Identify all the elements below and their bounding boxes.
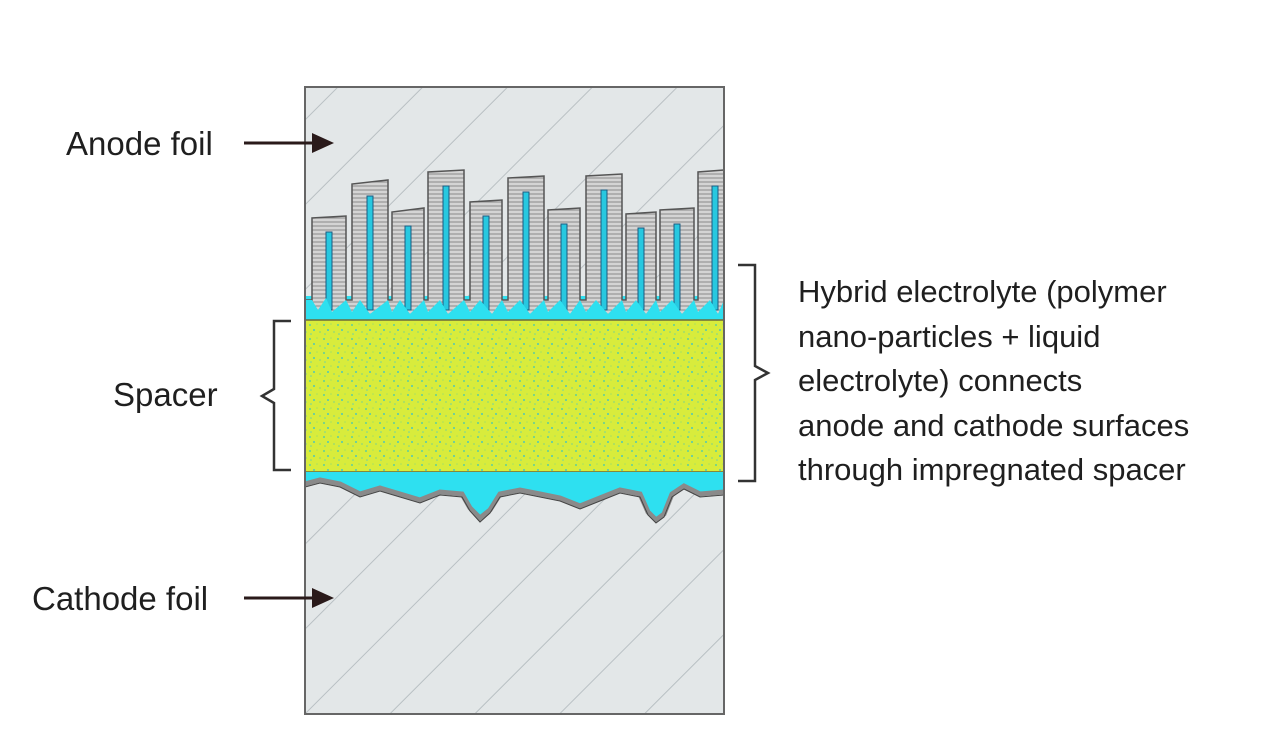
description-line: through impregnated spacer <box>798 452 1186 487</box>
description-line: electrolyte) connects <box>798 363 1083 398</box>
electrolyte-bracket <box>738 263 771 483</box>
anode-etched-pillars <box>305 169 724 324</box>
cathode-foil-label: Cathode foil <box>32 580 209 617</box>
anode-foil-label: Anode foil <box>66 125 213 162</box>
cathode-arrow <box>244 588 334 608</box>
spacer-label: Spacer <box>113 376 218 413</box>
description-line: Hybrid electrolyte (polymer <box>798 274 1167 309</box>
spacer-layer <box>305 319 724 473</box>
description-line: anode and cathode surfaces <box>798 407 1190 443</box>
cathode-surface <box>305 472 724 524</box>
description-line: nano-particles + liquid <box>798 318 1101 354</box>
cross-section-border <box>304 86 725 715</box>
anode-arrow <box>244 133 334 153</box>
electrolyte-description: Hybrid electrolyte (polymer nano-particl… <box>798 270 1189 493</box>
spacer-bracket <box>259 319 291 472</box>
